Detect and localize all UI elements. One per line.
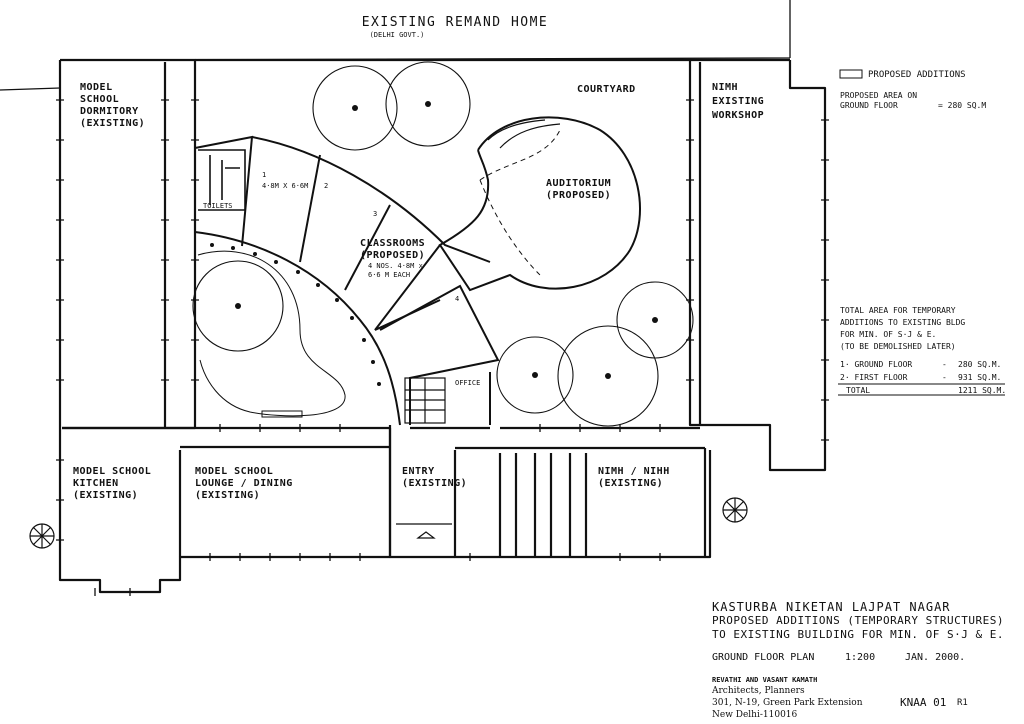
trees	[192, 61, 694, 427]
svg-text:EXISTING: EXISTING	[712, 96, 764, 107]
legend-area-label-1: PROPOSED AREA ON	[840, 91, 918, 100]
nimh-nihh-label: NIMH / NIHH (EXISTING)	[598, 466, 670, 489]
proposed-additions-swatch	[839, 69, 863, 79]
classroom-number-2: 2	[324, 182, 328, 190]
title-purpose: TO EXISTING BUILDING FOR MIN. OF S·J & E…	[712, 628, 1005, 641]
firm-name: REVATHI AND VASANT KAMATH	[712, 676, 818, 684]
lounge-label: MODEL SCHOOL LOUNGE / DINING (EXISTING)	[195, 466, 293, 501]
tree-1	[312, 65, 398, 151]
area-table-heading-1: TOTAL AREA FOR TEMPORARY	[840, 306, 956, 315]
plan-scale: 1:200	[845, 652, 876, 663]
tree-trunks	[235, 101, 658, 379]
legend-area-label-2: GROUND FLOOR	[840, 101, 898, 110]
area-row-ground-label: 1· GROUND FLOOR	[840, 360, 913, 369]
auditorium	[438, 116, 641, 292]
title-proposal: PROPOSED ADDITIONS (TEMPORARY STRUCTURES…	[712, 614, 1005, 627]
firm-role: Architects, Planners	[712, 686, 805, 696]
svg-text:MODEL: MODEL	[80, 82, 113, 93]
tree-6	[616, 281, 694, 359]
courtyard-label: COURTYARD	[577, 84, 636, 95]
remand-home-subtitle: (DELHI GOVT.)	[370, 31, 425, 39]
spiral-staircase-west	[29, 523, 55, 549]
area-row-total-value: 1211 SQ.M.	[958, 386, 1007, 395]
svg-text:(EXISTING): (EXISTING)	[80, 118, 145, 129]
area-table-heading-2: ADDITIONS TO EXISTING BLDG	[840, 318, 966, 327]
toilets-label: TOILETS	[203, 202, 233, 210]
tree-3	[192, 260, 284, 352]
spiral-staircase-east	[722, 497, 748, 523]
svg-text:(EXISTING): (EXISTING)	[195, 490, 260, 501]
column-dots	[210, 243, 381, 386]
svg-text:NIMH / NIHH: NIMH / NIHH	[598, 466, 670, 477]
classroom-number-4: 4	[455, 295, 459, 303]
plan-date: JAN. 2000.	[905, 652, 966, 663]
tree-4	[496, 336, 574, 414]
svg-text:4 NOS. 4·8M x: 4 NOS. 4·8M x	[368, 262, 423, 270]
title-project: KASTURBA NIKETAN LAJPAT NAGAR	[712, 600, 951, 614]
office-stair	[404, 377, 446, 424]
firm-address-1: 301, N-19, Green Park Extension	[712, 698, 863, 708]
area-row-total-label: TOTAL	[846, 386, 871, 395]
classroom-number-1: 1	[262, 171, 266, 179]
legend-proposed-additions: PROPOSED ADDITIONS	[868, 70, 966, 80]
area-table-heading-3: FOR MIN. OF S·J & E.	[840, 330, 937, 339]
area-table-rules	[838, 383, 1005, 396]
svg-text:MODEL SCHOOL: MODEL SCHOOL	[195, 466, 273, 477]
area-row-ground-dash: -	[942, 360, 947, 369]
svg-text:KITCHEN: KITCHEN	[73, 478, 119, 489]
svg-text:DORMITORY: DORMITORY	[80, 106, 139, 117]
area-row-first-label: 2· FIRST FLOOR	[840, 373, 908, 382]
area-row-ground-value: 280 SQ.M.	[958, 360, 1002, 369]
entry-steps	[396, 523, 452, 539]
classroom-number-3: 3	[373, 210, 377, 218]
window-marks	[56, 99, 829, 596]
workshop-label: NIMH EXISTING WORKSHOP	[712, 82, 764, 121]
classroom-size-label: 4·8M X 6·6M	[262, 182, 308, 190]
dormitory-label: MODEL SCHOOL DORMITORY (EXISTING)	[80, 82, 145, 129]
bench	[261, 410, 303, 418]
drawing-number: KNAA 01	[900, 696, 947, 709]
svg-text:CLASSROOMS: CLASSROOMS	[360, 238, 425, 249]
tree-5	[557, 325, 659, 427]
remand-home-title: EXISTING REMAND HOME	[362, 15, 549, 30]
svg-text:(EXISTING): (EXISTING)	[73, 490, 138, 501]
auditorium-label: AUDITORIUM (PROPOSED)	[546, 178, 611, 201]
svg-text:MODEL SCHOOL: MODEL SCHOOL	[73, 466, 151, 477]
svg-text:LOUNGE / DINING: LOUNGE / DINING	[195, 478, 293, 489]
remand-home-boundary	[0, 0, 791, 91]
auditorium-stage	[479, 129, 561, 276]
svg-text:(EXISTING): (EXISTING)	[402, 478, 467, 489]
building-walls	[58, 58, 827, 594]
svg-text:ENTRY: ENTRY	[402, 466, 435, 477]
area-row-first-value: 931 SQ.M.	[958, 373, 1002, 382]
garden-path	[197, 250, 346, 417]
legend-area-value: = 280 SQ.M	[938, 101, 987, 110]
entry-label: ENTRY (EXISTING)	[402, 466, 467, 489]
svg-text:WORKSHOP: WORKSHOP	[712, 110, 764, 121]
firm-address-2: New Delhi-110016	[712, 710, 798, 720]
revision: R1	[957, 698, 968, 708]
office-label: OFFICE	[455, 379, 480, 387]
svg-text:(PROPOSED): (PROPOSED)	[546, 190, 611, 201]
toilet-cells	[198, 149, 246, 211]
area-row-first-dash: -	[942, 373, 947, 382]
svg-text:AUDITORIUM: AUDITORIUM	[546, 178, 611, 189]
plan-name: GROUND FLOOR PLAN	[712, 652, 815, 663]
svg-text:SCHOOL: SCHOOL	[80, 94, 119, 105]
area-table-heading-4: (TO BE DEMOLISHED LATER)	[840, 342, 956, 351]
classroom-block	[194, 135, 500, 426]
svg-text:(EXISTING): (EXISTING)	[598, 478, 663, 489]
svg-text:NIMH: NIMH	[712, 82, 738, 93]
tree-2	[385, 61, 471, 147]
svg-text:(PROPOSED): (PROPOSED)	[360, 250, 425, 261]
svg-text:6·6 M EACH: 6·6 M EACH	[368, 271, 410, 279]
classrooms-label: CLASSROOMS (PROPOSED) 4 NOS. 4·8M x 6·6 …	[360, 238, 425, 279]
kitchen-label: MODEL SCHOOL KITCHEN (EXISTING)	[73, 466, 151, 501]
